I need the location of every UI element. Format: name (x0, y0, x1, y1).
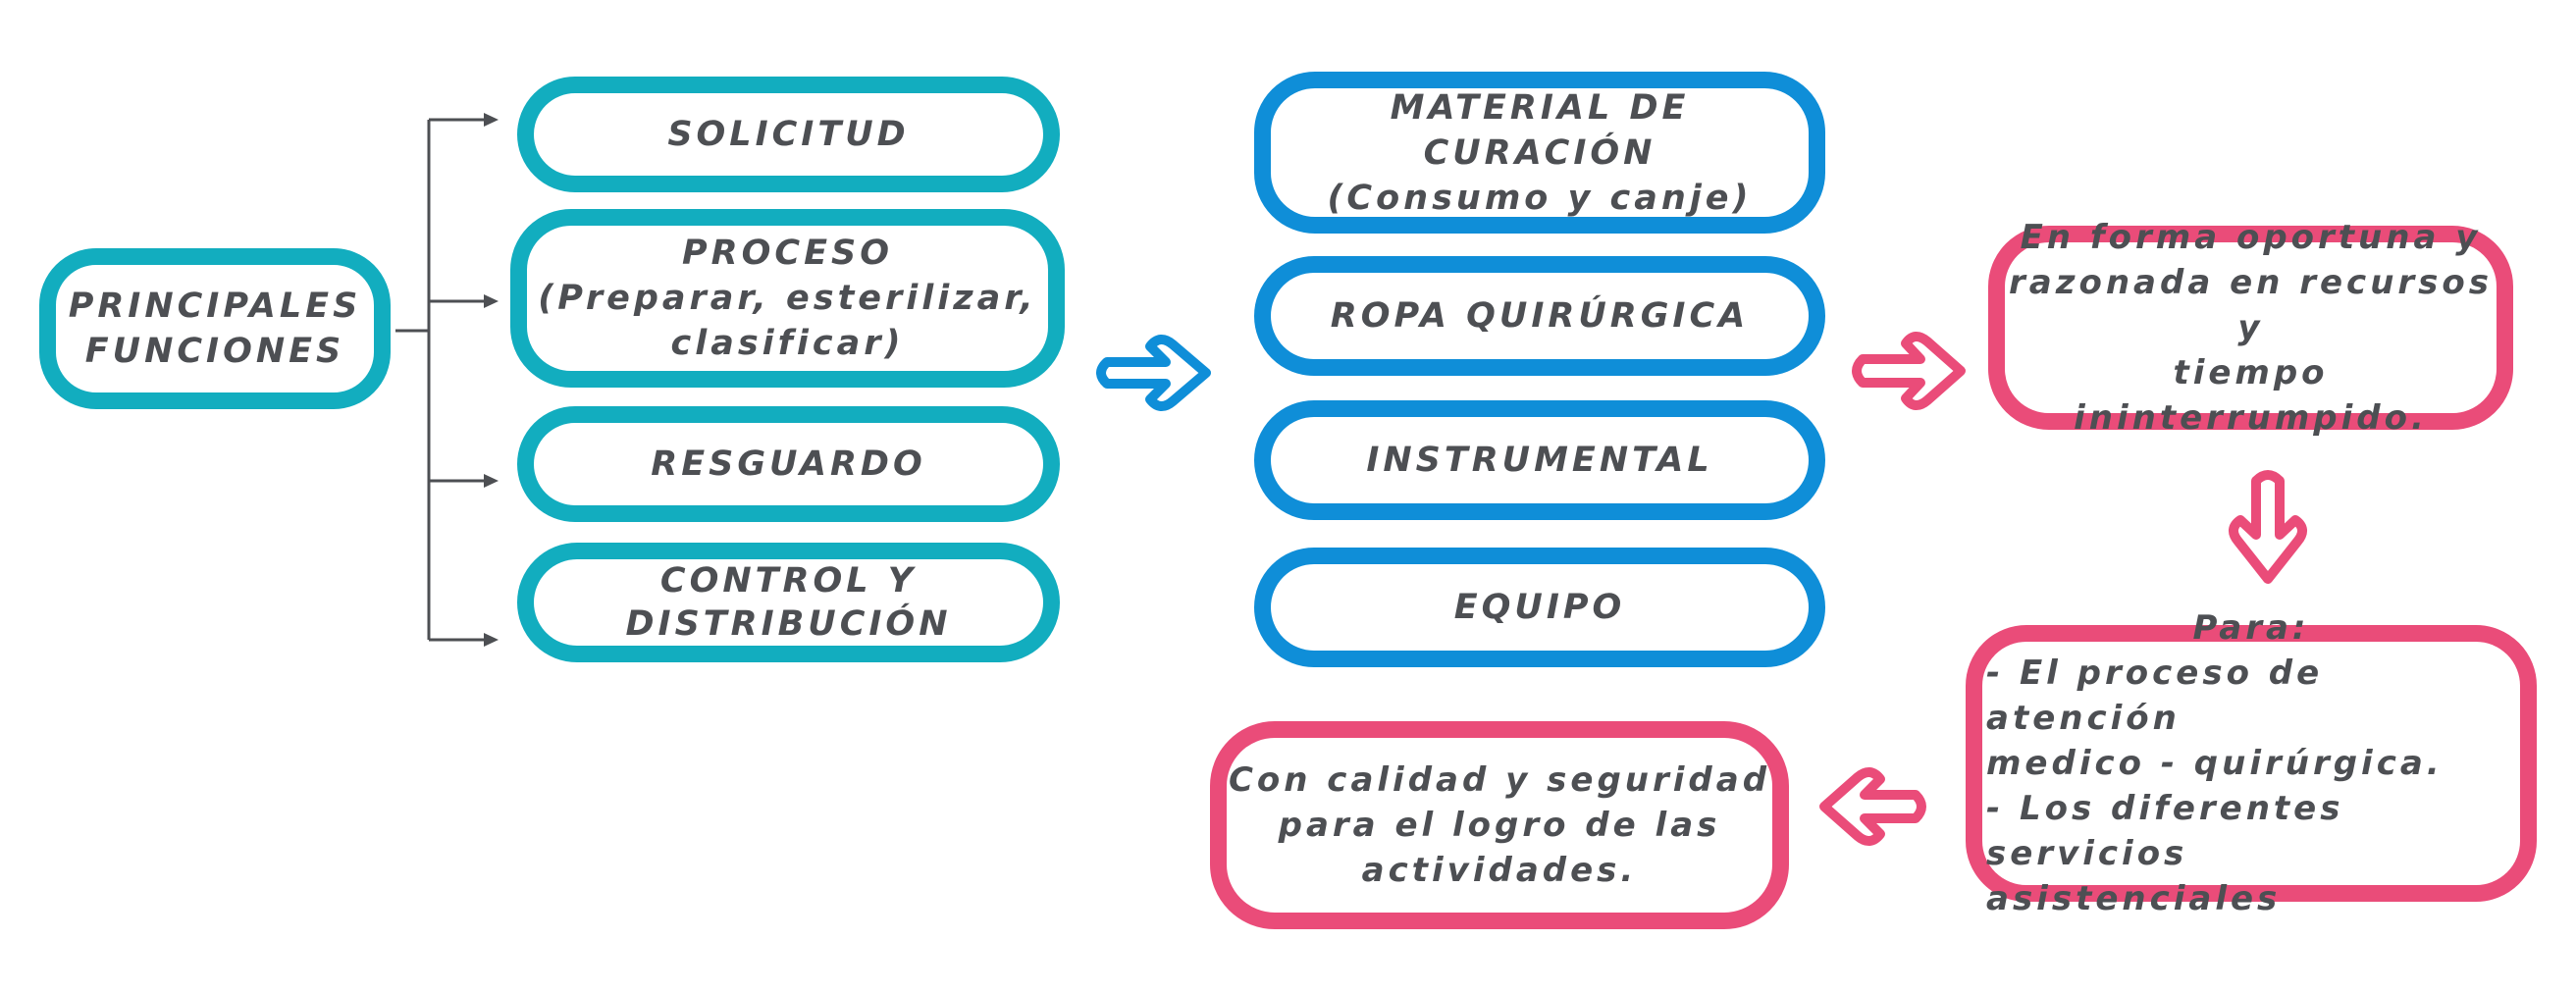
material-box-instrumental: INSTRUMENTAL (1254, 400, 1825, 520)
arrow-right-icon (1852, 332, 1966, 410)
material-box-equipo: EQUIPO (1254, 548, 1825, 667)
principal-functions-box: PRINCIPALES FUNCIONES (39, 248, 391, 409)
material-label: ROPA QUIRÚRGICA (1330, 296, 1750, 336)
function-label: SOLICITUD (667, 115, 910, 154)
outcome-quality-label: Con calidad y seguridad para el logro de… (1228, 760, 1771, 890)
material-label: EQUIPO (1453, 588, 1626, 627)
material-label: INSTRUMENTAL (1366, 441, 1713, 480)
material-box-curacion: MATERIAL DE CURACIÓN (Consumo y canje) (1254, 72, 1825, 234)
arrow-left-icon (1819, 767, 1926, 846)
outcome-for-title: Para: (2192, 608, 2310, 648)
function-label: PROCESO (Preparar, esterilizar, clasific… (538, 234, 1037, 363)
bracket-connector (395, 118, 486, 642)
outcome-for-box: Para: - El proceso de atención medico - … (1966, 608, 2537, 918)
function-label: CONTROL Y DISTRIBUCIÓN (625, 561, 952, 644)
function-label: RESGUARDO (651, 444, 926, 484)
outcome-timely-box: En forma oportuna y razonada en recursos… (1988, 218, 2513, 438)
outcome-quality-box: Con calidad y seguridad para el logro de… (1210, 721, 1789, 929)
principal-functions-label: PRINCIPALES FUNCIONES (68, 287, 362, 371)
material-box-ropa: ROPA QUIRÚRGICA (1254, 256, 1825, 376)
function-box-proceso: PROCESO (Preparar, esterilizar, clasific… (510, 209, 1065, 388)
material-label: MATERIAL DE CURACIÓN (Consumo y canje) (1327, 87, 1753, 218)
function-box-resguardo: RESGUARDO (517, 406, 1060, 522)
outcome-for-body: - El proceso de atención medico - quirúr… (1986, 653, 2444, 918)
function-box-solicitud: SOLICITUD (517, 77, 1060, 192)
bracket-arrowheads (484, 113, 499, 647)
outcome-timely-label: En forma oportuna y razonada en recursos… (2008, 218, 2493, 438)
function-box-control: CONTROL Y DISTRIBUCIÓN (517, 543, 1060, 662)
arrow-right-icon (1096, 335, 1211, 411)
arrow-down-icon (2229, 470, 2307, 584)
